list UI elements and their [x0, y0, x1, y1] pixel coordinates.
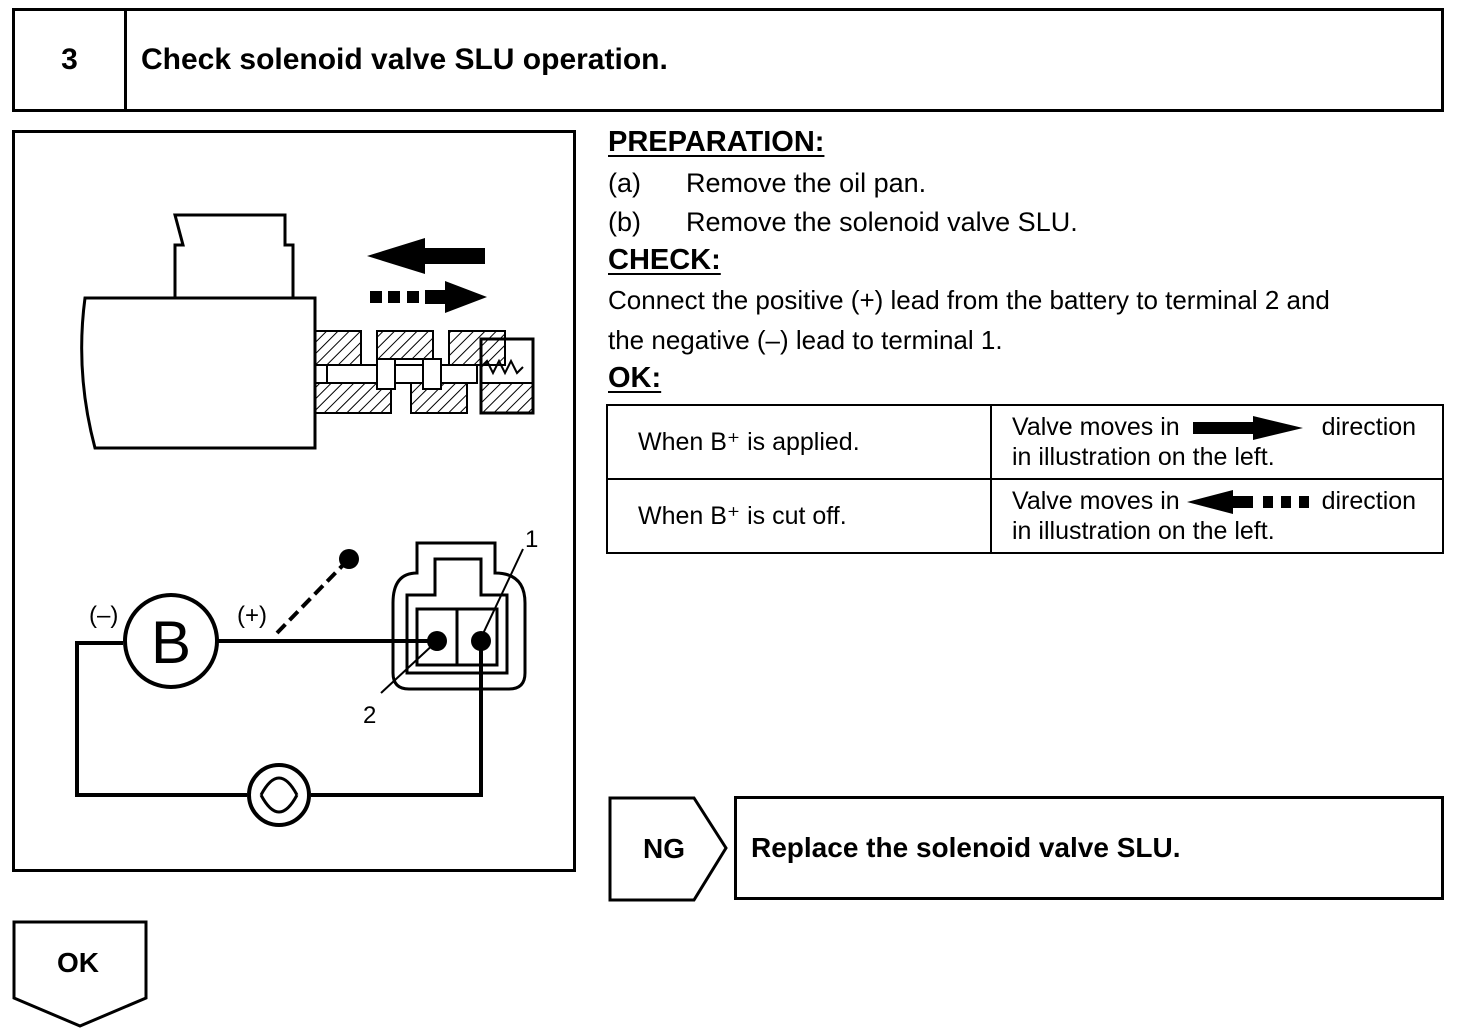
prep-step-a-text: Remove the oil pan. — [686, 168, 927, 198]
preparation-heading: PREPARATION: — [608, 126, 825, 158]
ok-result-table: When B⁺ is applied. Valve moves in direc… — [606, 404, 1444, 554]
result-cell: Valve moves in direction in illustration… — [990, 478, 1444, 554]
result-cell: Valve moves in direction in illustration… — [990, 404, 1444, 480]
table-row: When B⁺ is cut off. Valve moves in direc… — [606, 478, 1444, 554]
result-post: direction — [1321, 412, 1417, 441]
terminal-dots — [339, 549, 491, 651]
battery-label: B — [151, 609, 191, 676]
step-title: Check solenoid valve SLU operation. — [141, 43, 668, 76]
condition-cell: When B⁺ is applied. — [606, 404, 992, 480]
solenoid-illustration: B (–) (+) 1 2 — [12, 130, 576, 872]
check-heading: CHECK: — [608, 244, 721, 276]
ok-heading: OK: — [608, 362, 662, 394]
right-arrow-icon — [1192, 416, 1303, 441]
table-row: When B⁺ is applied. Valve moves in direc… — [606, 404, 1444, 480]
result-pre: Valve moves in — [1012, 412, 1180, 441]
result-pre: Valve moves in — [1012, 486, 1180, 515]
terminal-1-label: 1 — [525, 526, 538, 553]
check-line-1: Connect the positive (+) lead from the b… — [608, 285, 1330, 315]
solenoid-body — [80, 213, 317, 450]
result-line2: in illustration on the left. — [1012, 517, 1275, 546]
step-header: 3 Check solenoid valve SLU operation. — [12, 8, 1444, 112]
prep-step-b-text: Remove the solenoid valve SLU. — [686, 207, 1078, 237]
check-line-2: the negative (–) lead to terminal 1. — [608, 325, 1003, 355]
dashed-left-arrow-icon — [1186, 490, 1309, 515]
ok-label: OK — [57, 947, 99, 978]
ng-label: NG — [643, 833, 685, 864]
step-number: 3 — [15, 11, 127, 109]
ng-tag: NG — [608, 796, 728, 902]
terminal-2-label: 2 — [363, 702, 376, 729]
result-line2: in illustration on the left. — [1012, 443, 1275, 472]
prep-step-a-marker: (a) — [608, 168, 641, 198]
ng-action-box: Replace the solenoid valve SLU. — [734, 796, 1444, 900]
ok-tag: OK — [12, 920, 148, 1028]
condition-cell: When B⁺ is cut off. — [606, 478, 992, 554]
prep-step-b-marker: (b) — [608, 207, 641, 237]
test-circuit — [75, 541, 527, 827]
plus-label: (+) — [237, 602, 267, 629]
minus-label: (–) — [89, 602, 118, 629]
result-post: direction — [1321, 486, 1417, 515]
valve-section — [314, 330, 535, 415]
solenoid-diagram: B (–) (+) 1 2 — [75, 213, 538, 827]
direction-arrows — [367, 238, 487, 313]
